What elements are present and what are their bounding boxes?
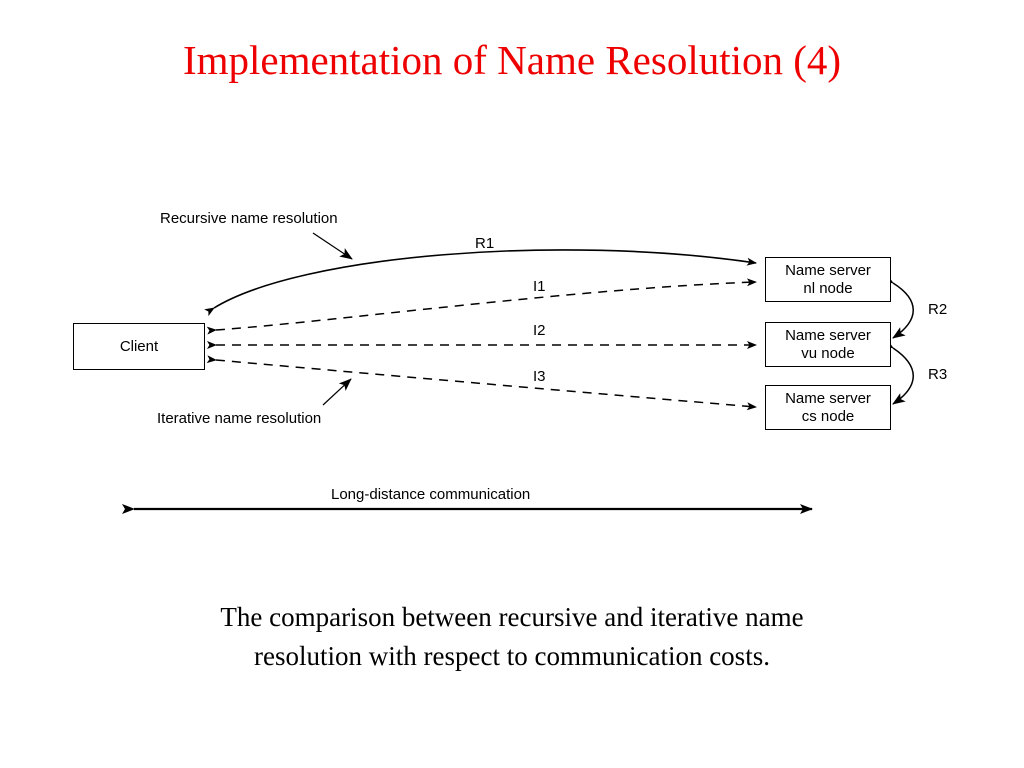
- server-vu-line1: Name server: [785, 326, 871, 344]
- client-box-label: Client: [119, 337, 159, 355]
- edge-label-r2: R2: [928, 301, 948, 318]
- edge-label-r1: R1: [475, 235, 495, 252]
- server-box-cs[interactable]: Name server cs node: [765, 385, 891, 430]
- label-recursive-name-resolution: Recursive name resolution: [160, 210, 338, 227]
- caption-line-1: The comparison between recursive and ite…: [220, 602, 804, 632]
- recursive-callout-pointer: [312, 232, 353, 260]
- client-box[interactable]: Client: [73, 323, 205, 370]
- diagram-svg: [122, 232, 914, 514]
- edge-label-i1: I1: [533, 278, 546, 295]
- server-box-vu[interactable]: Name server vu node: [765, 322, 891, 367]
- slide-caption: The comparison between recursive and ite…: [112, 598, 912, 676]
- label-long-distance-communication: Long-distance communication: [331, 486, 531, 503]
- server-box-cs-text: Name server cs node: [785, 390, 871, 426]
- name-resolution-diagram: Client Name server nl node Name server v…: [0, 180, 1024, 560]
- iterative-callout-pointer: [322, 378, 352, 406]
- edge-i3-iterative: [206, 355, 757, 411]
- server-vu-line2: vu node: [801, 344, 855, 362]
- edge-r1-recursive: [204, 249, 757, 317]
- edge-label-i2: I2: [533, 322, 546, 339]
- label-iterative-name-resolution: Iterative name resolution: [157, 410, 322, 427]
- page-title: Implementation of Name Resolution (4): [182, 37, 842, 83]
- edge-r3-server-link: [880, 337, 914, 405]
- server-box-nl-text: Name server nl node: [785, 262, 871, 298]
- edge-r2-server-link: [880, 272, 914, 339]
- server-cs-line1: Name server: [785, 389, 871, 407]
- edge-label-r3: R3: [928, 366, 948, 383]
- caption-line-2: resolution with respect to communication…: [254, 641, 770, 671]
- server-nl-line2: nl node: [803, 279, 853, 297]
- server-box-nl[interactable]: Name server nl node: [765, 257, 891, 302]
- server-box-vu-text: Name server vu node: [785, 327, 871, 363]
- edge-i1-iterative: [206, 278, 757, 335]
- server-nl-line1: Name server: [785, 261, 871, 279]
- server-cs-line2: cs node: [801, 407, 855, 425]
- edge-label-i3: I3: [533, 368, 546, 385]
